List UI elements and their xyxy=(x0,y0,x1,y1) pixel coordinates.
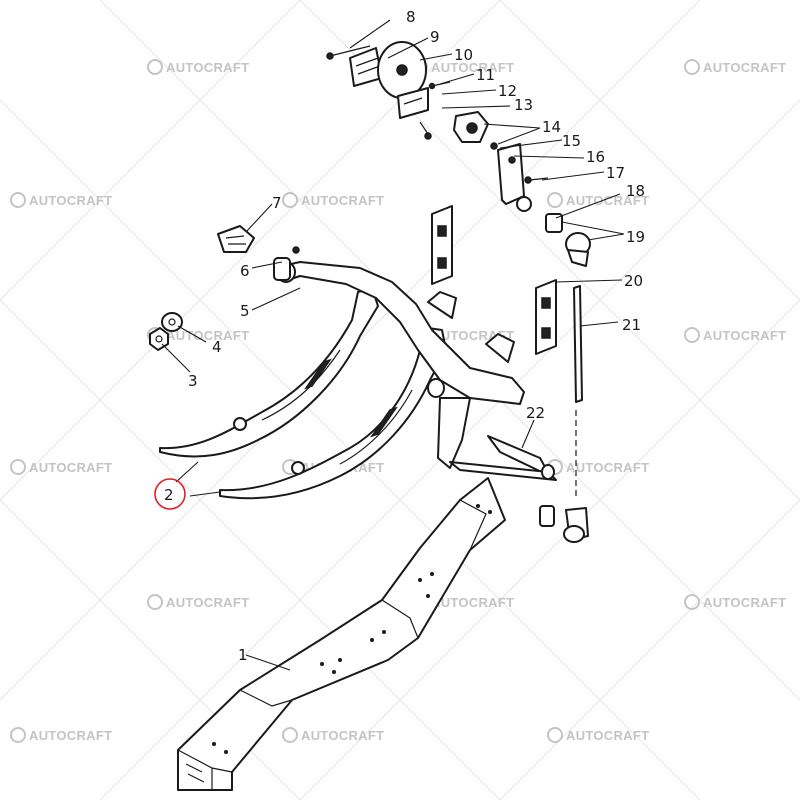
watermarks: AUTOCRAFT AUTOCRAFT AUTOCRAFT AUTOCRAFT … xyxy=(10,59,786,743)
pin-11 xyxy=(428,81,451,90)
svg-text:AUTOCRAFT: AUTOCRAFT xyxy=(166,60,249,75)
watermark: AUTOCRAFT xyxy=(684,327,786,343)
plate-12 xyxy=(397,87,429,119)
svg-text:AUTOCRAFT: AUTOCRAFT xyxy=(431,60,514,75)
callout-8: 8 xyxy=(406,8,416,26)
elbow-fitting xyxy=(565,232,591,267)
mounting-plate xyxy=(431,205,453,285)
tie-rod xyxy=(539,285,589,543)
callout-3: 3 xyxy=(188,372,198,390)
callout-2: 2 xyxy=(164,486,174,504)
callout-18: 18 xyxy=(626,182,645,200)
svg-text:AUTOCRAFT: AUTOCRAFT xyxy=(566,193,649,208)
svg-text:AUTOCRAFT: AUTOCRAFT xyxy=(703,328,786,343)
callout-9: 9 xyxy=(430,28,440,46)
highlight-circle xyxy=(154,478,186,510)
watermark: AUTOCRAFT xyxy=(684,59,786,75)
svg-text:AUTOCRAFT: AUTOCRAFT xyxy=(703,595,786,610)
callout-11: 11 xyxy=(476,66,495,84)
lever-plate xyxy=(497,143,532,212)
callout-19: 19 xyxy=(626,228,645,246)
callout-7: 7 xyxy=(272,194,282,212)
svg-text:AUTOCRAFT: AUTOCRAFT xyxy=(29,193,112,208)
leader-lines xyxy=(161,19,625,671)
watermark: AUTOCRAFT xyxy=(547,459,649,475)
watermark: AUTOCRAFT xyxy=(547,192,649,208)
callout-4: 4 xyxy=(212,338,222,356)
callout-6: 6 xyxy=(240,262,250,280)
svg-text:AUTOCRAFT: AUTOCRAFT xyxy=(29,728,112,743)
svg-text:AUTOCRAFT: AUTOCRAFT xyxy=(29,460,112,475)
svg-text:AUTOCRAFT: AUTOCRAFT xyxy=(166,595,249,610)
bolt-8 xyxy=(326,45,371,60)
watermark: AUTOCRAFT xyxy=(684,594,786,610)
callout-labels: 1 2 3 4 5 6 7 8 9 10 11 12 13 14 15 16 1… xyxy=(164,8,645,664)
svg-text:AUTOCRAFT: AUTOCRAFT xyxy=(566,460,649,475)
watermark: AUTOCRAFT xyxy=(282,192,384,208)
svg-text:AUTOCRAFT: AUTOCRAFT xyxy=(166,328,249,343)
callout-14: 14 xyxy=(542,118,561,136)
watermark: AUTOCRAFT xyxy=(10,192,112,208)
watermark: AUTOCRAFT xyxy=(282,727,384,743)
callout-22: 22 xyxy=(526,404,545,422)
callout-21: 21 xyxy=(622,316,641,334)
screw-15 xyxy=(490,142,498,150)
nut xyxy=(149,327,169,351)
callout-20: 20 xyxy=(624,272,643,290)
bushing xyxy=(273,257,291,281)
svg-text:AUTOCRAFT: AUTOCRAFT xyxy=(301,193,384,208)
watermark: AUTOCRAFT xyxy=(10,459,112,475)
watermark: AUTOCRAFT xyxy=(547,727,649,743)
callout-13: 13 xyxy=(514,96,533,114)
callout-5: 5 xyxy=(240,302,250,320)
bolt-13 xyxy=(419,121,432,140)
watermark: AUTOCRAFT xyxy=(147,594,249,610)
mounting-plate-2 xyxy=(535,279,557,355)
pivot-bracket xyxy=(437,397,557,481)
watermark: AUTOCRAFT xyxy=(147,59,249,75)
screw-17 xyxy=(524,176,549,184)
clamp-bracket xyxy=(217,225,300,254)
watermark: AUTOCRAFT xyxy=(10,727,112,743)
callout-16: 16 xyxy=(586,148,605,166)
chassis-frame-member xyxy=(177,477,506,791)
callout-10: 10 xyxy=(454,46,473,64)
callout-1: 1 xyxy=(238,646,248,664)
bushing-18 xyxy=(545,213,563,233)
callout-15: 15 xyxy=(562,132,581,150)
callout-17: 17 xyxy=(606,164,625,182)
svg-text:AUTOCRAFT: AUTOCRAFT xyxy=(301,728,384,743)
svg-text:AUTOCRAFT: AUTOCRAFT xyxy=(566,728,649,743)
svg-text:AUTOCRAFT: AUTOCRAFT xyxy=(431,595,514,610)
washer xyxy=(161,312,183,332)
svg-text:AUTOCRAFT: AUTOCRAFT xyxy=(703,60,786,75)
housing-14 xyxy=(453,111,489,143)
callout-12: 12 xyxy=(498,82,517,100)
bracket-arm-rear xyxy=(159,287,379,458)
